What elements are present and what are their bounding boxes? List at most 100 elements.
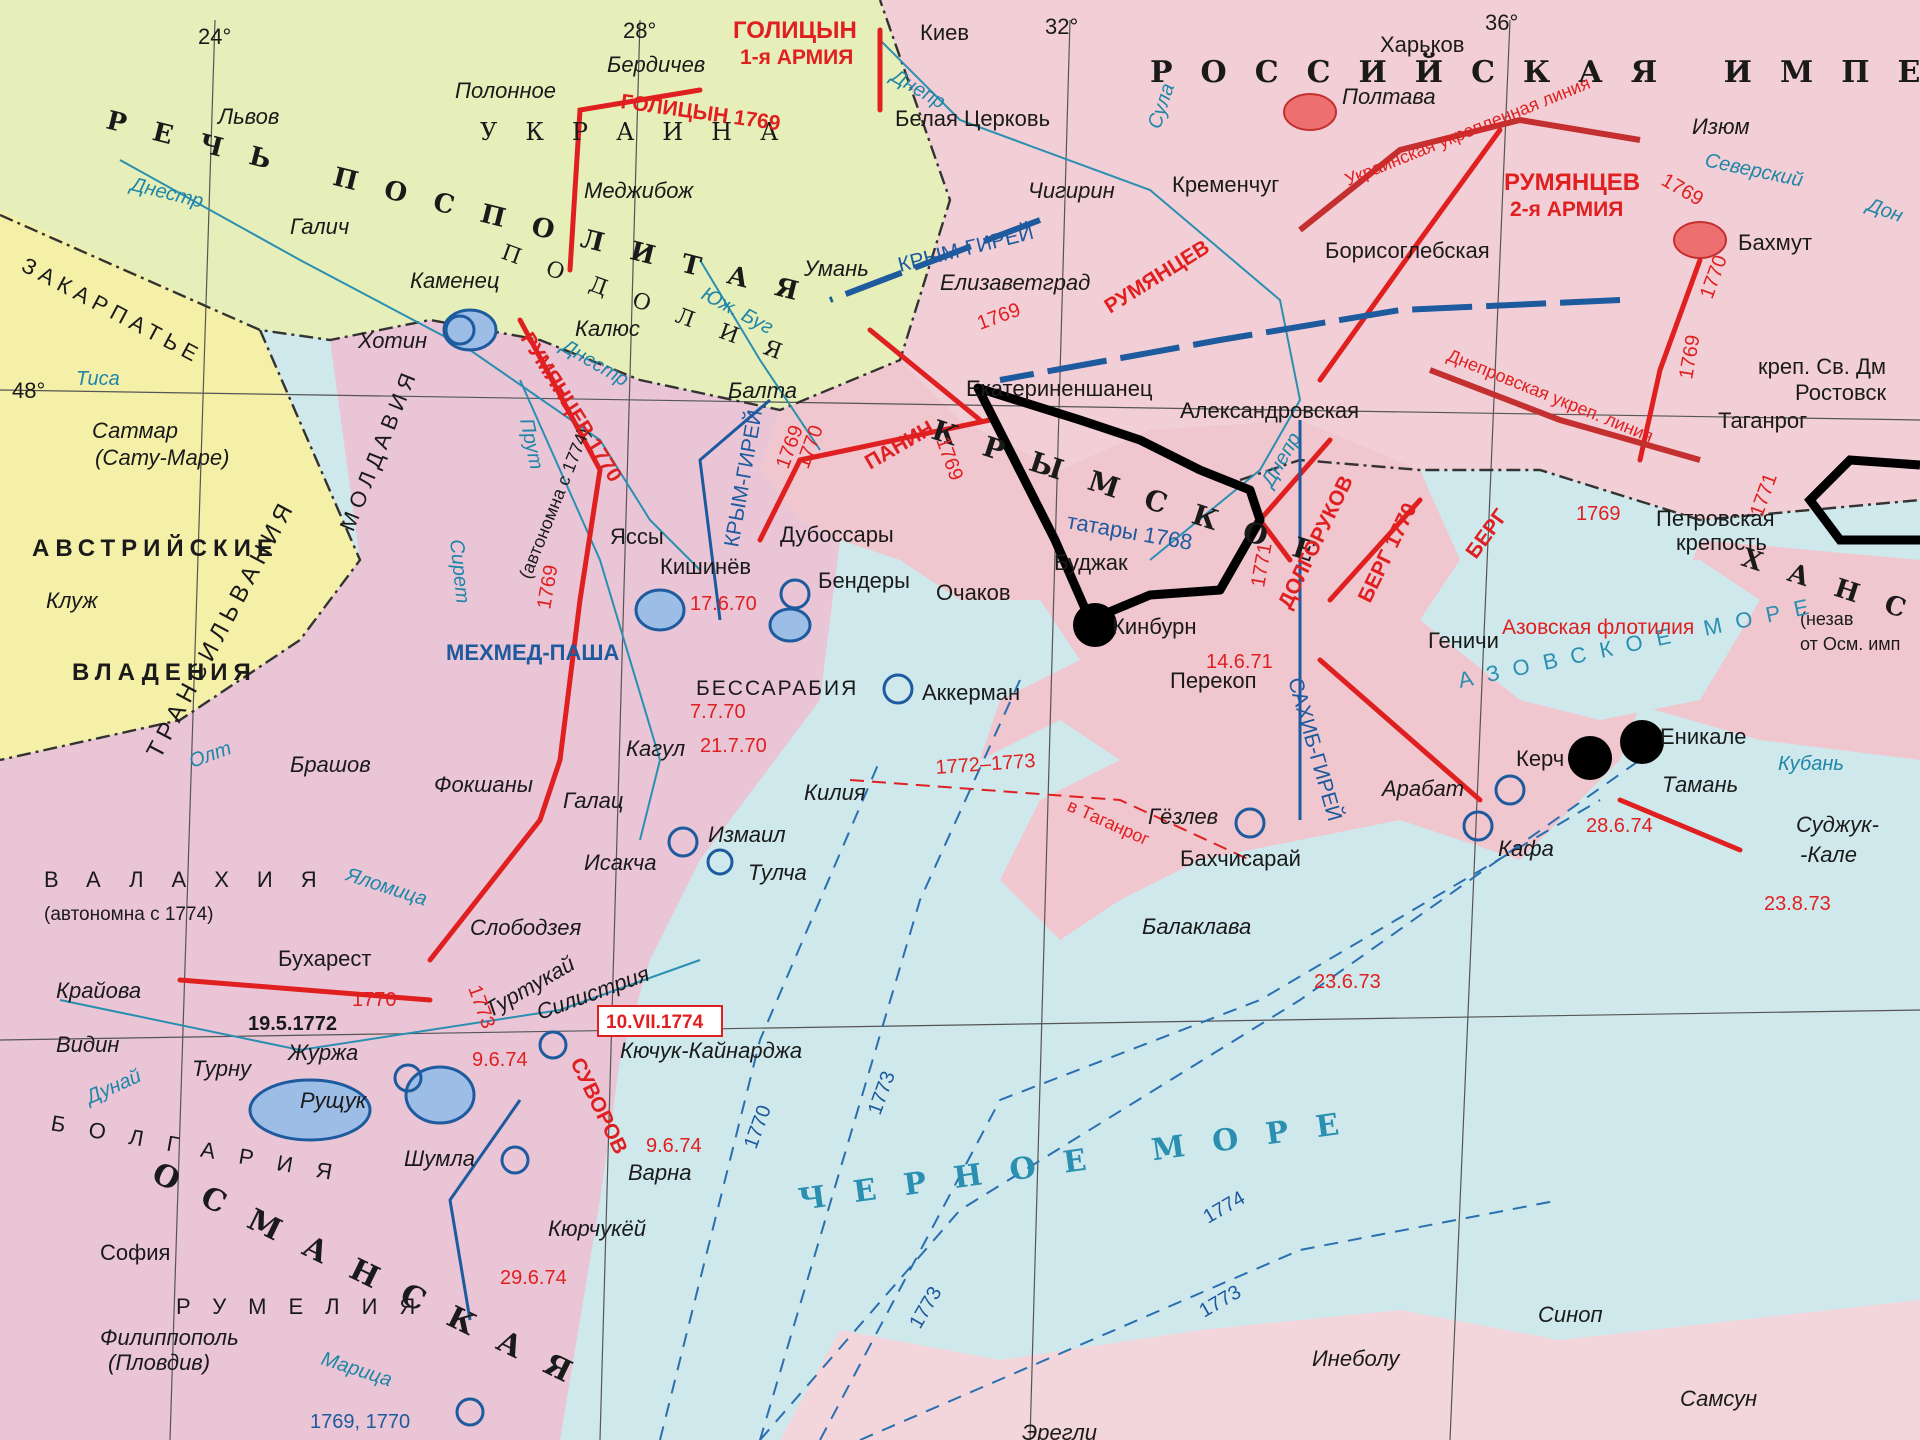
river-kuban-label: Кубань [1778, 753, 1844, 775]
grid-lines [0, 19, 1920, 1440]
city-izmail: Измаил [708, 822, 786, 847]
route-1769-elizavetgrad [867, 327, 983, 423]
date-1770-c: 1770 [352, 989, 397, 1011]
region-ukraina: УКРАИНА [480, 118, 806, 146]
fortress-kafa [1462, 810, 1494, 842]
city-fokshany: Фокшаны [434, 772, 533, 797]
city-galich: Галич [290, 214, 349, 239]
city-krayova: Крайова [56, 978, 141, 1003]
army-bakhmut [1673, 221, 1727, 259]
city-klyuzh: Клуж [46, 588, 98, 613]
route-taganrog [1637, 257, 1703, 463]
region-austrian-1: АВСТРИЙСКИЕ [32, 534, 279, 562]
river-prut [519, 379, 662, 841]
city-kiliya: Килия [804, 780, 866, 805]
marker-kinburn [1073, 603, 1117, 647]
river-danube [59, 959, 701, 1052]
city-kishinev: Кишинёв [660, 554, 751, 579]
hand-drawn-outline [973, 383, 1265, 625]
route-arabat [1317, 657, 1483, 803]
meridian-24 [169, 19, 216, 1440]
rivers [59, 39, 1302, 1052]
ottoman-routes [828, 217, 1621, 383]
route-taganrog-sea [849, 779, 1251, 861]
river-southern-bug [699, 259, 821, 451]
city-kyurchukey: Кюрчукёй [548, 1216, 646, 1241]
date-1769-f: 1769 [1576, 503, 1621, 525]
battle-28-6-74: 28.6.74 [1586, 815, 1653, 837]
border-austria [0, 329, 362, 762]
city-zhurzha: Журжа [287, 1040, 358, 1065]
battle-7-7-70: 7.7.70 [690, 701, 746, 723]
route-sudzhuk [1617, 797, 1743, 853]
city-aleksandrovskaya: Александровская [1180, 398, 1359, 423]
city-kremenchug: Кременчуг [1172, 172, 1279, 197]
russian-armies [1283, 93, 1727, 259]
city-gezlev: Гёзлев [1148, 804, 1218, 829]
city-eregli: Эрегли [1022, 1420, 1097, 1440]
route-krym-girey-2 [698, 398, 771, 621]
city-bakhchisaray: Бахчисарай [1180, 846, 1301, 871]
city-perekop: Перекоп [1170, 668, 1257, 693]
poland-territory [0, 0, 950, 410]
river-dniester [119, 159, 701, 571]
parallel-44 [0, 1009, 1920, 1041]
fortress-izmail [667, 826, 699, 858]
route-berg [1327, 497, 1423, 603]
city-taman: Тамань [1662, 772, 1738, 797]
city-medzhibozh: Меджибож [584, 178, 694, 203]
army-poltava [1283, 93, 1337, 131]
sea-route-3 [759, 759, 1641, 1440]
ottoman-routes-thin [448, 398, 1302, 1321]
city-khotin: Хотин [357, 328, 427, 353]
border-russia-south [1239, 458, 1920, 522]
city-kalyus: Калюс [575, 316, 640, 341]
sea-route-5 [659, 759, 881, 1440]
city-rushchuk: Рущук [300, 1088, 368, 1113]
city-kagul: Кагул [626, 736, 685, 761]
city-labels: Киев Харьков Бердичев Полонное Львов Бел… [46, 20, 1886, 1440]
city-genichi: Геничи [1428, 628, 1499, 653]
city-rostovsk: Ростовск [1795, 380, 1886, 405]
city-inebolu: Инеболу [1312, 1346, 1401, 1371]
region-bessarabiya: БЕССАРАБИЯ [696, 677, 858, 700]
city-kafa: Кафа [1498, 836, 1554, 861]
ottoman-armies [248, 308, 812, 1142]
meridian-36 [1449, 19, 1511, 1440]
route-golitsyn [567, 87, 703, 273]
anatolia-territory [780, 1300, 1920, 1440]
region-valakhiya-note: (автономна с 1774) [44, 904, 213, 925]
city-sinop: Синоп [1538, 1302, 1603, 1327]
city-akkerman: Аккерман [922, 680, 1020, 705]
city-poltava: Полтава [1342, 84, 1436, 109]
lon-24-label: 24° [198, 24, 231, 49]
city-taganrog: Таганрог [1718, 408, 1807, 433]
city-chigirin: Чигирин [1028, 178, 1115, 203]
city-bakhmut: Бахмут [1738, 230, 1812, 255]
army-silistriya [404, 1065, 476, 1125]
city-lvov: Львов [216, 104, 279, 129]
route-rumyantsev-2 [1317, 127, 1503, 383]
treaty-date: 10.VII.1774 [606, 1012, 704, 1033]
river-tisa-label: Тиса [76, 368, 120, 390]
city-kyuchuk: Кючук-Кайнарджа [620, 1038, 802, 1063]
city-kerch: Керч [1516, 746, 1564, 771]
city-sudzhuk-2: -Кале [1800, 842, 1857, 867]
borders [0, 0, 1920, 762]
city-varna: Варна [628, 1160, 692, 1185]
route-krym-girey [828, 217, 1042, 303]
ukraine-fortified-line [1298, 116, 1641, 233]
fortified-lines [1298, 116, 1701, 463]
battle-14-6-71: 14.6.71 [1206, 651, 1273, 673]
route-south-blue [448, 1099, 522, 1321]
battle-29-6-74: 29.6.74 [500, 1267, 567, 1289]
city-balta: Балта [728, 378, 797, 403]
marker-kerch [1568, 736, 1612, 780]
region-nezav-1: (незав [1800, 609, 1853, 629]
city-sofiya: София [100, 1240, 170, 1265]
region-nezav-2: от Осм. имп [1800, 634, 1900, 654]
city-isakcha: Исакча [584, 850, 657, 875]
city-arabat: Арабат [1380, 776, 1464, 801]
city-polonnoe: Полонное [455, 78, 556, 103]
